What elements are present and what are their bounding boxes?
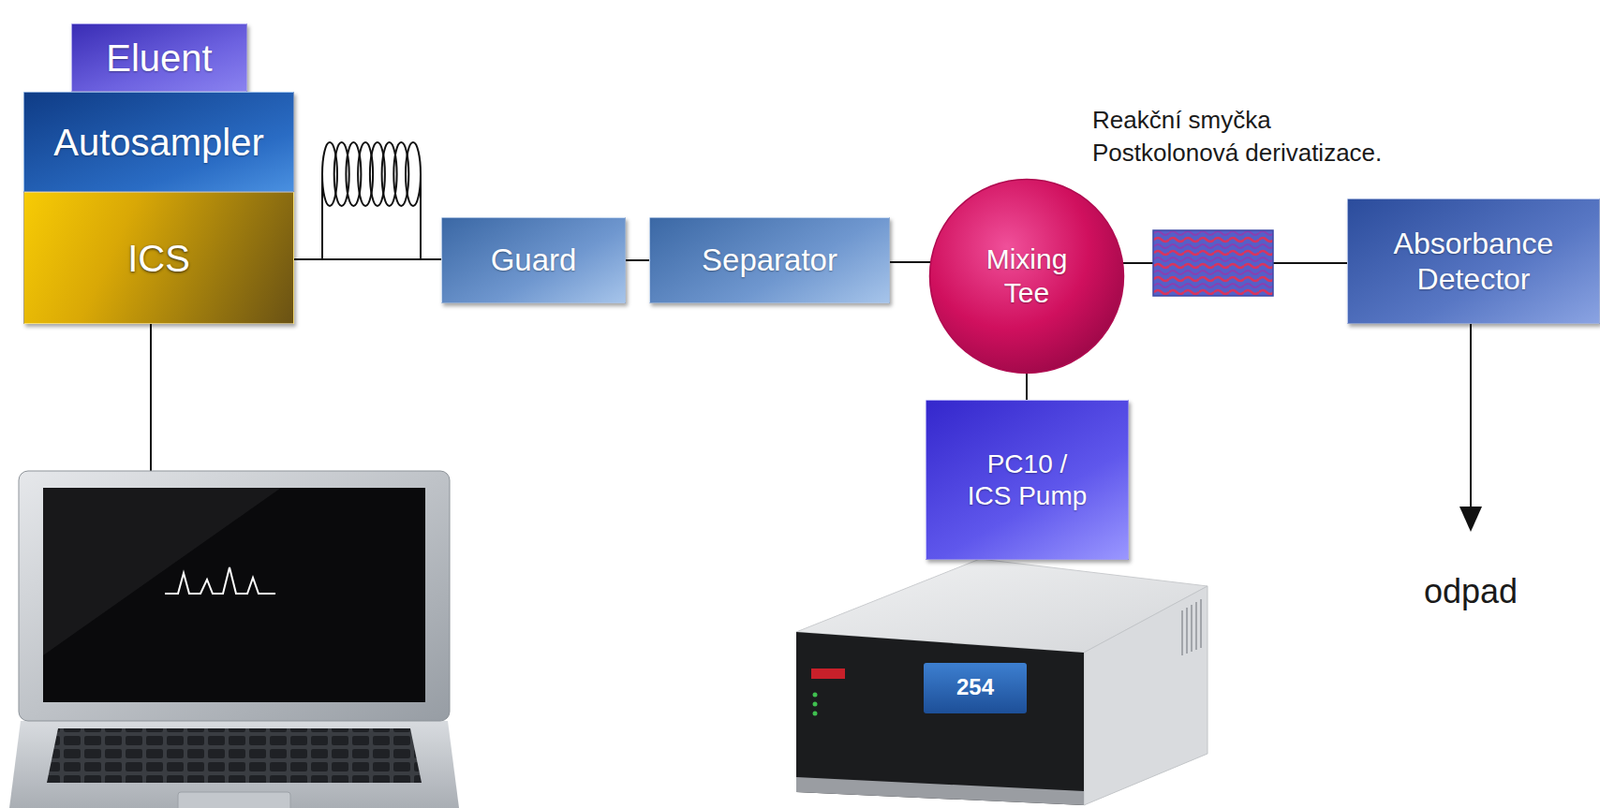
waste-label: odpad bbox=[1423, 571, 1518, 612]
guard-column: Guard bbox=[441, 217, 626, 304]
annotation-text: Reakční smyčka bbox=[1092, 105, 1272, 135]
waste-arrow bbox=[1459, 324, 1482, 533]
display-reading: 254 bbox=[956, 674, 994, 702]
separator-column: Separator bbox=[649, 217, 890, 304]
laptop-illustration bbox=[9, 471, 460, 808]
capillary-coil bbox=[322, 142, 421, 260]
flow-line bbox=[294, 258, 442, 261]
data-cable bbox=[149, 324, 152, 472]
node-label: Eluent bbox=[105, 35, 212, 81]
node-label: Absorbance Detector bbox=[1375, 225, 1572, 298]
flow-line bbox=[889, 261, 932, 264]
node-label: ICS bbox=[127, 236, 191, 282]
mixing-tee-circle: Mixing Tee bbox=[928, 177, 1126, 375]
reaction-loop-symbol bbox=[1153, 230, 1274, 297]
flow-line bbox=[1025, 373, 1028, 401]
circle-outline bbox=[930, 179, 1125, 374]
autosampler-box: Autosampler bbox=[23, 91, 295, 193]
flow-line bbox=[625, 259, 650, 262]
ics-box: ICS bbox=[23, 192, 295, 325]
absorbance-detector-box: Absorbance Detector bbox=[1347, 198, 1600, 325]
eluent-box: Eluent bbox=[71, 23, 248, 92]
circle-shape bbox=[928, 177, 1126, 375]
annotation-text: Postkolonová derivatizace. bbox=[1092, 138, 1382, 168]
node-label: Autosampler bbox=[53, 119, 265, 165]
node-label: Guard bbox=[490, 241, 578, 280]
uhplc-detector-illustration bbox=[796, 559, 1208, 806]
node-label: Mixing Tee bbox=[975, 242, 1079, 311]
pump-box: PC10 / ICS Pump bbox=[925, 400, 1129, 561]
node-label: Separator bbox=[701, 241, 838, 280]
node-label: PC10 / ICS Pump bbox=[964, 448, 1091, 512]
